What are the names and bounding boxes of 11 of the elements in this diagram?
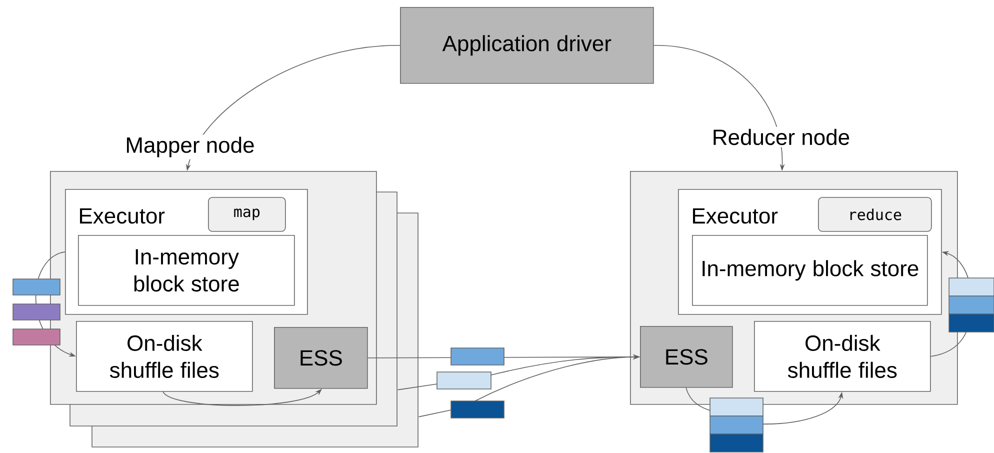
- process-box: ESS: [640, 326, 733, 388]
- node-heading: Reducer node: [710, 126, 852, 148]
- process-box: On-disk shuffle files: [754, 321, 931, 392]
- task-box: map: [208, 197, 286, 232]
- process-box: In-memory block store: [692, 235, 928, 306]
- process-box: In-memory block store: [78, 235, 295, 306]
- process-box: ESS: [274, 327, 368, 389]
- task-box: reduce: [818, 197, 932, 232]
- process-box: Application driver: [400, 7, 654, 84]
- node-heading: Mapper node: [123, 134, 257, 160]
- process-box: On-disk shuffle files: [76, 321, 253, 392]
